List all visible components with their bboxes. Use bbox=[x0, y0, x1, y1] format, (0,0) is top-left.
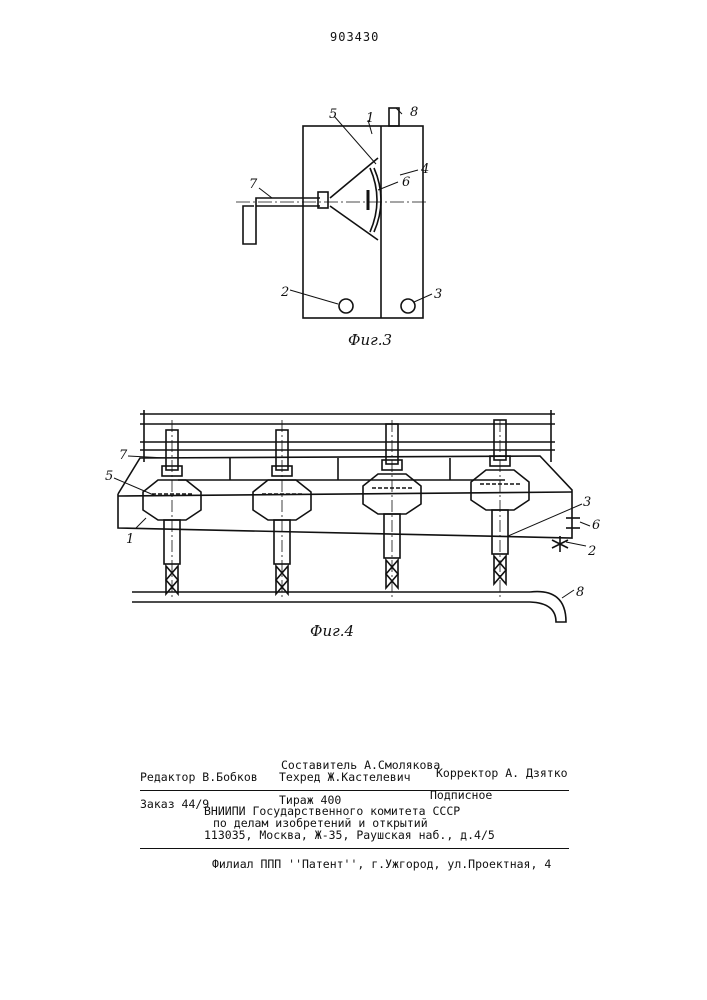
figure-3-caption: Фиг.3 bbox=[348, 331, 392, 349]
editor-line: Редактор В.Бобков bbox=[140, 772, 258, 784]
techred-line: Техред Ж.Кастелевич bbox=[279, 772, 411, 784]
fig3-label-1: 1 bbox=[366, 111, 374, 126]
figure-4-caption: Фиг.4 bbox=[310, 622, 354, 640]
fig3-label-5: 5 bbox=[329, 107, 337, 122]
fig4-label-3: 3 bbox=[583, 495, 591, 510]
fig3-label-4: 4 bbox=[420, 162, 429, 177]
fig3-label-7: 7 bbox=[249, 177, 258, 192]
fig4-label-5: 5 bbox=[105, 469, 113, 484]
divider-bottom bbox=[140, 848, 569, 849]
fig3-label-8: 8 bbox=[410, 105, 418, 120]
fig4-label-7: 7 bbox=[119, 448, 128, 463]
fig4-label-6: 6 bbox=[592, 518, 600, 533]
org-address: 113035, Москва, Ж-35, Раушская наб., д.4… bbox=[204, 830, 495, 842]
fig3-label-3: 3 bbox=[434, 287, 442, 302]
branch-line: Филиал ППП ''Патент'', г.Ужгород, ул.Про… bbox=[212, 859, 551, 871]
fig4-label-2: 2 bbox=[587, 544, 596, 559]
corrector-line: Корректор А. Дзятко bbox=[436, 768, 568, 780]
fig4-label-8: 8 bbox=[576, 585, 584, 600]
fig3-label-6: 6 bbox=[402, 175, 410, 190]
order-number: Заказ 44/9 bbox=[140, 799, 209, 811]
divider-top bbox=[140, 790, 569, 791]
subscription-label: Подписное bbox=[430, 790, 492, 802]
figure-3: 1 2 3 4 5 6 7 8 Фиг.3 bbox=[0, 0, 707, 360]
fig4-label-1: 1 bbox=[126, 532, 134, 547]
figure-4: 1 2 3 5 6 7 8 Фиг.4 bbox=[0, 400, 707, 660]
fig3-label-2: 2 bbox=[280, 285, 289, 300]
